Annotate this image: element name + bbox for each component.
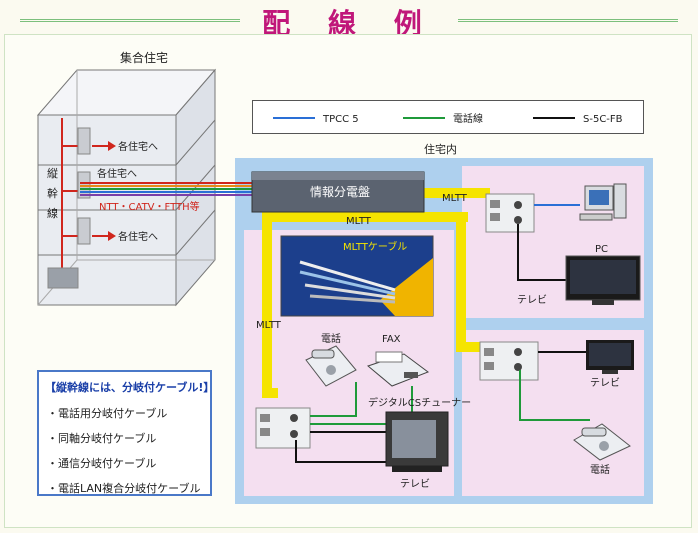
legend-label-tpcc: TPCC 5 [322, 114, 359, 125]
note-item: ・通信分岐付ケーブル [47, 457, 157, 470]
mltt-label-2: MLTT [346, 216, 372, 227]
in-home-label: 住宅内 [424, 142, 457, 156]
digital-cs-label: デジタルCSチューナー [368, 396, 471, 409]
outlet-plate-pc [485, 193, 535, 233]
fax-icon [366, 351, 430, 387]
note-item: ・電話LAN複合分岐付ケーブル [47, 482, 201, 495]
trunk-line [61, 118, 80, 278]
tv-label-1: テレビ [517, 294, 547, 306]
note-item: ・同軸分岐付ケーブル [47, 432, 157, 445]
title-rule-left [20, 19, 240, 22]
each-home-label-1: 各住宅へ [118, 140, 158, 153]
outlet-plate-tv [479, 341, 539, 381]
tv-label-3: テレビ [400, 478, 430, 490]
each-home-arrows [92, 141, 116, 241]
outlet-plate-main [255, 407, 311, 449]
note-item: ・電話用分岐付ケーブル [47, 407, 168, 420]
mltt-cable-label: MLTTケーブル [343, 240, 407, 253]
each-home-label-2: 各住宅へ [97, 167, 137, 180]
fax-label: FAX [382, 334, 401, 345]
distribution-panel [251, 171, 425, 213]
vertical-label-1: 縦 [47, 167, 58, 180]
each-home-label-3: 各住宅へ [118, 230, 158, 243]
tv-icon-crt [385, 411, 449, 472]
phone-icon-main [305, 345, 357, 387]
tv-label-2: テレビ [590, 377, 620, 389]
incoming-cables [80, 182, 255, 196]
pc-icon [579, 183, 627, 221]
building-label: 集合住宅 [120, 50, 168, 65]
ntt-catv-label: NTT・CATV・FTTH等 [99, 200, 200, 213]
vertical-label-3: 線 [47, 206, 58, 220]
note-title: 【縦幹線には、分岐付ケーブル!】 [45, 381, 215, 394]
legend: TPCC 5 電話線 S-5C-FB [252, 100, 644, 134]
mltt-ducts [262, 188, 490, 398]
trunk-cable-note: 【縦幹線には、分岐付ケーブル!】 ・電話用分岐付ケーブル ・同軸分岐付ケーブル … [37, 370, 215, 496]
panel-label: 情報分電盤 [310, 185, 370, 199]
mltt-cable-photo [280, 235, 434, 317]
tv-icon-large [565, 255, 641, 305]
mltt-label-1: MLTT [442, 193, 468, 204]
mltt-label-3: MLTT [256, 320, 282, 331]
phone-label-1: 電話 [321, 332, 341, 345]
pc-label: PC [595, 244, 608, 255]
title-rule-right [458, 19, 678, 22]
phone-label-2: 電話 [590, 463, 610, 476]
legend-label-phone: 電話線 [453, 112, 483, 125]
tv-icon-small [586, 340, 634, 374]
legend-label-coax: S-5C-FB [583, 114, 623, 125]
vertical-label-2: 幹 [47, 186, 58, 200]
phone-icon-tv-room [573, 423, 631, 461]
